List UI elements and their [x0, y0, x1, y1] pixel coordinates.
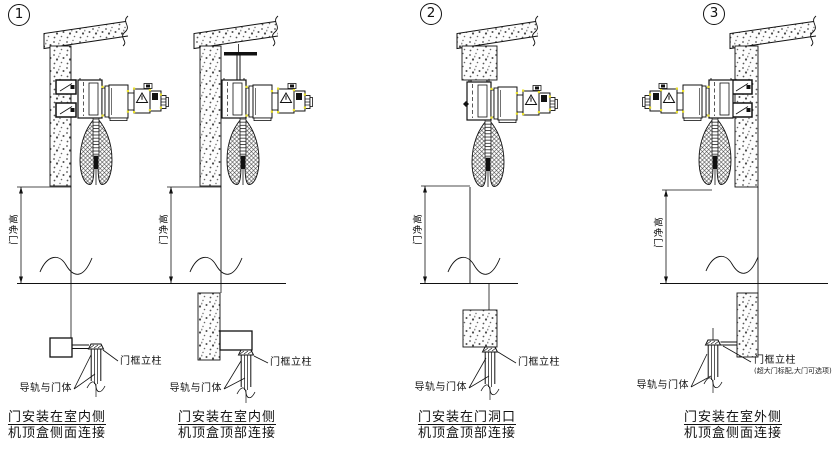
frame-label-leader — [102, 349, 119, 362]
panel-2-dim-label: 门净高 — [413, 213, 424, 245]
panel-1a-caption-line2: 机顶盒侧面连接 — [7, 426, 106, 441]
panel-1a-dim-label: 门净高 — [9, 213, 20, 245]
panel-1-number-badge: 1 — [8, 4, 30, 26]
panel-3-frame-note: (超大门标配,大门可选项) — [754, 367, 832, 375]
plan-wall-column — [197, 292, 221, 361]
panel-3-caption-line1: 门安装在室外侧 — [683, 410, 782, 425]
panel-2-frame-label: 门框立柱 — [518, 357, 560, 368]
plan-mount-box — [219, 330, 253, 351]
lintel-beam — [457, 21, 538, 49]
panel-2-drawing — [420, 15, 558, 401]
rail-label-leader — [223, 360, 246, 390]
lintel-column — [461, 45, 498, 81]
panel-3-caption: 门安装在室外侧 机顶盒侧面连接 — [678, 410, 788, 442]
beam-break-line — [272, 15, 279, 47]
beam-break-line — [122, 15, 129, 47]
panel-3-rail-label: 导轨与门体 — [636, 380, 689, 391]
panel-2-caption-line1: 门安装在门洞口 — [417, 410, 516, 425]
panel-3-drawing — [642, 15, 828, 394]
lintel-beam — [730, 21, 816, 49]
frame-label-leader — [722, 345, 752, 363]
panel-2-rail-label: 导轨与门体 — [414, 382, 467, 393]
panel-3-number-badge: 3 — [703, 3, 725, 25]
wall-section — [199, 45, 222, 187]
rail-label-leader — [690, 353, 712, 388]
panel-3-number: 3 — [709, 5, 719, 22]
panel-1a-rail-label: 导轨与门体 — [19, 383, 72, 394]
lintel-beam — [44, 21, 128, 49]
panel-2-caption-line2: 机顶盒顶部连接 — [417, 426, 516, 441]
top-hanger-bar — [224, 52, 257, 56]
panel-3-dim-label: 门净高 — [654, 216, 665, 248]
lintel-beam — [194, 21, 278, 49]
panel-1b-caption-line2: 机顶盒顶部连接 — [177, 426, 276, 441]
panel-1b-dim-label: 门净高 — [159, 213, 170, 245]
panel-2-number: 2 — [426, 5, 436, 22]
panel-1b-caption: 门安装在室内侧 机顶盒顶部连接 — [172, 410, 282, 442]
rail-label-leader — [73, 354, 96, 390]
plan-wall-column — [736, 292, 759, 358]
panel-1a-caption: 门安装在室内侧 机顶盒侧面连接 — [2, 410, 112, 442]
panel-1a-drawing — [17, 15, 286, 398]
panel-1a-caption-line1: 门安装在室内侧 — [7, 410, 106, 425]
frame-label-leader — [253, 355, 269, 364]
panel-1b-drawing — [167, 15, 313, 404]
plan-wall-column — [462, 309, 498, 348]
panel-1-number: 1 — [14, 6, 24, 23]
panel-1b-rail-label: 导轨与门体 — [169, 383, 222, 394]
plan-mount-box — [49, 337, 73, 358]
rail-label-leader — [468, 357, 490, 389]
panel-2-caption: 门安装在门洞口 机顶盒顶部连接 — [412, 410, 522, 442]
beam-break-line — [810, 15, 817, 47]
panel-1b-frame-label: 门框立柱 — [270, 357, 312, 368]
panel-3-caption-line2: 机顶盒侧面连接 — [683, 426, 782, 441]
panel-2-number-badge: 2 — [420, 3, 442, 25]
panel-1a-frame-label: 门框立柱 — [120, 356, 162, 367]
frame-label-leader — [497, 351, 517, 364]
panel-3-frame-label: 门框立柱 — [754, 355, 796, 366]
panel-1b-caption-line1: 门安装在室内侧 — [177, 410, 276, 425]
beam-break-line — [532, 15, 539, 47]
